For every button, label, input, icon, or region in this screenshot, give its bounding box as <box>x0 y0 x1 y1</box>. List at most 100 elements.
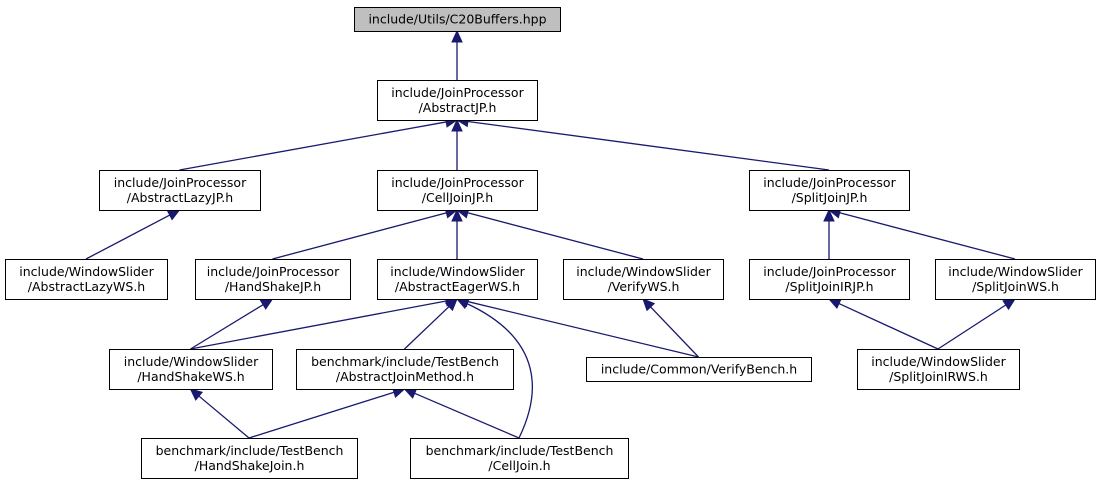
node-box <box>586 357 812 382</box>
node-handshakejp[interactable]: include/JoinProcessor/HandShakeJP.h <box>195 259 351 300</box>
edge-line <box>198 395 250 439</box>
node-celljoinjp[interactable]: include/JoinProcessor/CellJoinJP.h <box>377 170 538 211</box>
edge-celljoin-to-abstractjoinmethod <box>403 388 520 439</box>
node-box <box>410 438 629 479</box>
node-box <box>857 349 1020 390</box>
node-abstractjp[interactable]: include/JoinProcessor/AbstractJP.h <box>377 80 538 121</box>
node-label: /SplitJoinIRJP.h <box>785 279 873 294</box>
node-label: /AbstractLazyWS.h <box>28 279 145 294</box>
node-splitjoinws[interactable]: include/WindowSlider/SplitJoinWS.h <box>935 259 1096 300</box>
edge-splitjoinws-to-splitjoinjp <box>827 207 1016 260</box>
arrowhead-icon <box>823 208 835 222</box>
node-box <box>195 259 351 300</box>
edge-splitjoinirws-to-splitjoinws <box>937 298 1017 350</box>
edge-line <box>248 391 395 439</box>
edge-handshakejp-to-celljoinjp <box>272 207 459 260</box>
node-box <box>296 349 514 390</box>
edge-splitjoinirjp-to-splitjoinjp <box>823 208 835 259</box>
node-label: /HandShakeJoin.h <box>195 458 305 473</box>
node-abstracteagerws[interactable]: include/WindowSlider/AbstractEagerWS.h <box>377 259 538 300</box>
node-box <box>749 259 910 300</box>
edge-line <box>937 304 1007 350</box>
node-label: /SplitJoinWS.h <box>972 279 1059 294</box>
edge-line <box>179 121 447 171</box>
node-label: /AbstractJoinMethod.h <box>336 369 474 384</box>
edge-line <box>85 214 171 260</box>
node-c20[interactable]: include/Utils/C20Buffers.hpp <box>354 7 561 32</box>
node-label: include/JoinProcessor <box>391 85 524 100</box>
edge-line <box>414 392 520 439</box>
arrowhead-icon <box>259 298 274 310</box>
edge-splitjoinjp-to-abstractjp <box>455 115 830 171</box>
node-box <box>141 438 358 479</box>
node-box <box>99 170 261 211</box>
edge-line <box>650 306 699 358</box>
node-box <box>354 7 561 32</box>
node-label: include/WindowSlider <box>390 264 525 279</box>
edge-celljoinjp-to-abstractjp <box>451 118 463 170</box>
node-label: include/Utils/C20Buffers.hpp <box>368 12 546 27</box>
edge-verifybench-to-abstracteagerws <box>455 296 699 358</box>
node-box <box>109 349 273 390</box>
node-box <box>377 80 538 121</box>
node-box <box>5 259 168 300</box>
node-handshakejoin[interactable]: benchmark/include/TestBench/HandShakeJoi… <box>141 438 358 479</box>
node-label: include/WindowSlider <box>948 264 1083 279</box>
edge-line <box>404 306 450 350</box>
node-splitjoinirws[interactable]: include/WindowSlider/SplitJoinIRWS.h <box>857 349 1020 390</box>
edge-splitjoinirws-to-splitjoinirjp <box>827 298 939 350</box>
node-label: /HandShakeWS.h <box>137 369 244 384</box>
node-abstractjoinmethod[interactable]: benchmark/include/TestBench/AbstractJoin… <box>296 349 514 390</box>
node-label: /AbstractJP.h <box>419 100 497 115</box>
arrowhead-icon <box>451 118 463 132</box>
edge-abstractjp-to-c20 <box>451 29 463 80</box>
edge-line <box>467 300 699 358</box>
node-verifybench[interactable]: include/Common/VerifyBench.h <box>586 357 812 382</box>
node-box <box>563 259 724 300</box>
edge-verifybench-to-verifyws <box>642 298 699 358</box>
node-label: /VerifyWS.h <box>608 279 680 294</box>
edge-verifyws-to-celljoinjp <box>455 207 644 260</box>
node-label: include/JoinProcessor <box>114 175 247 190</box>
nodes-layer: include/Utils/C20Buffers.hpp include/Join… <box>5 7 1096 479</box>
edge-abstractjoinmethod-to-abstracteagerws <box>404 298 458 350</box>
node-label: /AbstractLazyJP.h <box>127 190 233 205</box>
edge-handshakews-to-abstracteagerws <box>190 295 459 350</box>
node-label: include/JoinProcessor <box>391 175 524 190</box>
edge-abstractlazyws-to-abstractlazyjp <box>85 209 181 260</box>
node-label: include/WindowSlider <box>19 264 154 279</box>
node-verifyws[interactable]: include/WindowSlider/VerifyWS.h <box>563 259 724 300</box>
edge-line <box>467 212 644 260</box>
node-celljoin[interactable]: benchmark/include/TestBench/CellJoin.h <box>410 438 629 479</box>
node-label: benchmark/include/TestBench <box>156 443 344 458</box>
node-label: benchmark/include/TestBench <box>426 443 614 458</box>
node-box <box>377 259 538 300</box>
edge-line <box>190 304 264 350</box>
arrowhead-icon <box>451 208 463 222</box>
node-label: include/WindowSlider <box>871 354 1006 369</box>
node-abstractlazyjp[interactable]: include/JoinProcessor/AbstractLazyJP.h <box>99 170 261 211</box>
node-label: /CellJoinJP.h <box>422 190 493 205</box>
arrowhead-icon <box>642 298 656 312</box>
edge-handshakejoin-to-abstractjoinmethod <box>248 386 406 439</box>
node-splitjoinirjp[interactable]: include/JoinProcessor/SplitJoinIRJP.h <box>749 259 910 300</box>
node-abstractlazyws[interactable]: include/WindowSlider/AbstractLazyWS.h <box>5 259 168 300</box>
node-label: /SplitJoinIRWS.h <box>889 369 988 384</box>
node-label: include/JoinProcessor <box>207 264 340 279</box>
node-handshakews[interactable]: include/WindowSlider/HandShakeWS.h <box>109 349 273 390</box>
node-splitjoinjp[interactable]: include/JoinProcessor/SplitJoinJP.h <box>749 170 910 211</box>
node-label: /SplitJoinJP.h <box>792 190 868 205</box>
node-box <box>377 170 538 211</box>
node-label: /HandShakeJP.h <box>225 279 321 294</box>
edge-line <box>839 212 1016 260</box>
node-box <box>935 259 1096 300</box>
edge-line <box>838 302 939 350</box>
arrowhead-icon <box>189 388 204 401</box>
node-label: /AbstractEagerWS.h <box>395 279 520 294</box>
edge-line <box>272 212 447 260</box>
node-label: /CellJoin.h <box>488 458 550 473</box>
edge-line <box>466 303 533 439</box>
node-label: benchmark/include/TestBench <box>311 354 499 369</box>
arrowhead-icon <box>827 298 842 310</box>
